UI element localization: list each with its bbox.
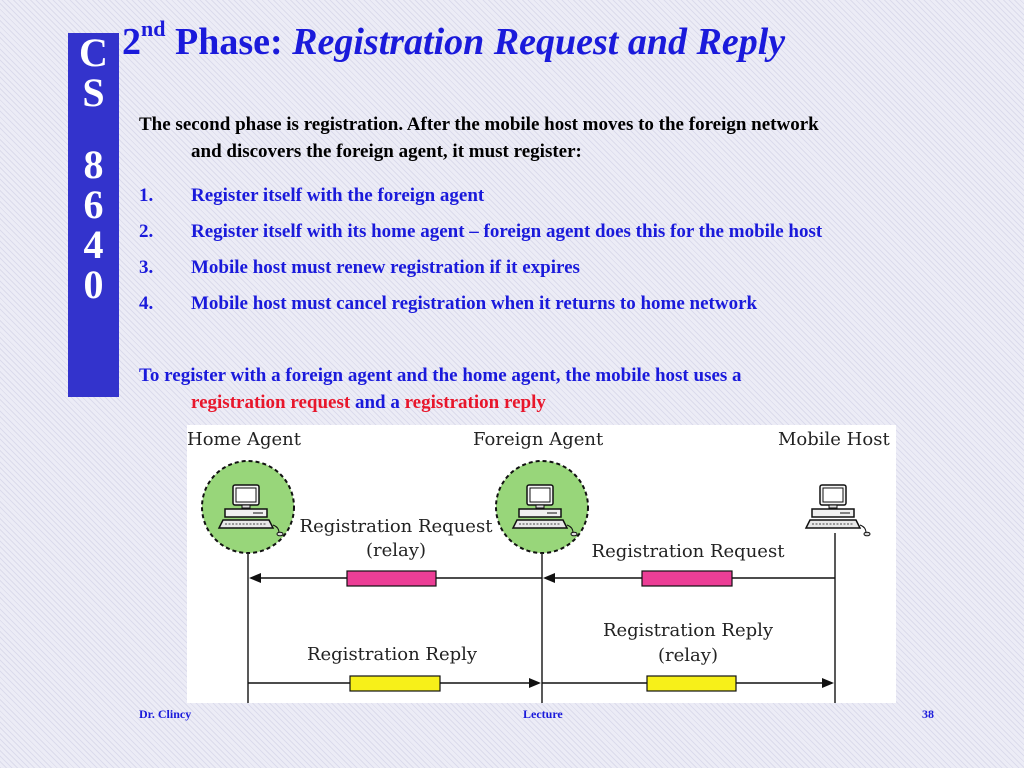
reply-relay-arrowhead xyxy=(822,678,834,688)
reply-packet xyxy=(349,675,441,692)
registration-reply-term: registration reply xyxy=(404,392,546,413)
registration-paragraph: To register with a foreign agent and the… xyxy=(139,362,999,416)
registration-diagram: Home Agent Foreign Agent Mobile Host Reg… xyxy=(187,425,896,703)
mobile-host-computer-icon xyxy=(805,484,871,537)
request-label: Registration Request xyxy=(592,541,786,562)
reply-label: Registration Reply xyxy=(307,644,478,665)
list-item: 3. Mobile host must renew registration if… xyxy=(139,254,822,290)
intro-line-2: and discovers the foreign agent, it must… xyxy=(191,141,582,162)
request-relay-label-line-1: Registration Request xyxy=(300,516,494,537)
footer-author: Dr. Clincy xyxy=(139,707,192,721)
list-item-number: 2. xyxy=(139,221,154,242)
mobile-host-label: Mobile Host xyxy=(778,429,890,450)
request-packet xyxy=(641,570,733,587)
course-code-char: 0 xyxy=(83,262,104,307)
list-item-number: 4. xyxy=(139,293,154,314)
list-item: 4. Mobile host must cancel registration w… xyxy=(139,290,822,326)
list-item: 2. Register itself with its home agent – … xyxy=(139,218,822,254)
request-relay-label-line-2: (relay) xyxy=(366,540,426,561)
list-item-text: Mobile host must cancel registration whe… xyxy=(191,293,758,314)
list-item-text: Mobile host must renew registration if i… xyxy=(191,257,580,278)
course-code-char: 8 xyxy=(83,142,104,187)
registration-diagram-svg: Home Agent Foreign Agent Mobile Host Reg… xyxy=(187,429,890,703)
slide-title: 2nd Phase: Registration Request and Repl… xyxy=(122,16,786,64)
list-item: 1. Register itself with the foreign agent xyxy=(139,182,822,218)
list-item-number: 1. xyxy=(139,185,154,206)
course-code-bar: C S 8 6 4 0 xyxy=(68,33,119,397)
title-phase: Phase: xyxy=(174,21,283,63)
footer-center: Lecture xyxy=(523,707,563,721)
steps-list: 1. Register itself with the foreign agent… xyxy=(139,182,822,326)
reply-relay-label-line-2: (relay) xyxy=(658,645,718,666)
foreign-agent-label: Foreign Agent xyxy=(473,429,604,450)
course-code-char: 4 xyxy=(83,222,104,267)
intro-text: The second phase is registration. After … xyxy=(139,111,999,165)
list-item-text: Register itself with its home agent – fo… xyxy=(191,221,823,242)
intro-line-1: The second phase is registration. After … xyxy=(139,114,819,135)
request-relay-packet xyxy=(346,570,437,587)
list-item-text: Register itself with the foreign agent xyxy=(191,185,485,206)
reply-relay-packet xyxy=(646,675,737,692)
list-item-number: 3. xyxy=(139,257,154,278)
title-number: 2 xyxy=(122,21,141,63)
paragraph-line-2: registration request and a registration … xyxy=(139,389,999,416)
course-code-char: 6 xyxy=(83,182,104,227)
reply-arrowhead xyxy=(529,678,541,688)
footer-page-number: 38 xyxy=(922,707,934,721)
home-agent-label: Home Agent xyxy=(187,429,302,450)
title-ordinal: nd xyxy=(141,16,166,42)
paragraph-line-1: To register with a foreign agent and the… xyxy=(139,365,742,386)
reply-relay-label-line-1: Registration Reply xyxy=(603,620,774,641)
course-code-char: C xyxy=(79,30,108,75)
paragraph-connector: and a xyxy=(350,392,405,413)
registration-request-term: registration request xyxy=(191,392,351,413)
course-code-char: S xyxy=(82,70,105,115)
request-relay-arrowhead xyxy=(249,573,261,583)
title-subtitle: Registration Request and Reply xyxy=(292,21,786,63)
request-arrowhead xyxy=(543,573,555,583)
